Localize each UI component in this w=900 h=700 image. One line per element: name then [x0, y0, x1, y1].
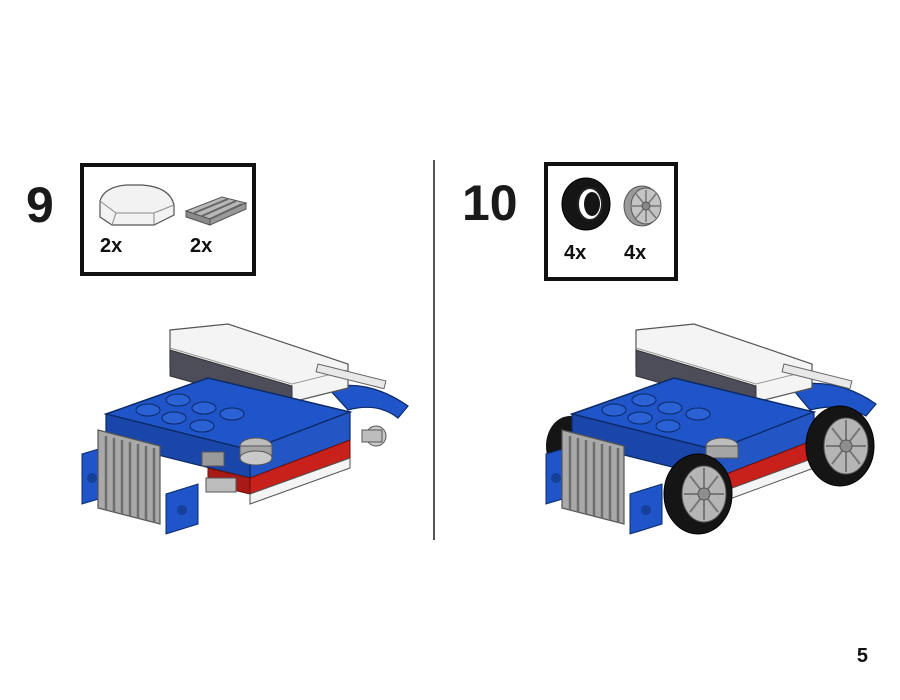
step-number: 10 — [462, 175, 518, 231]
car-model-step-10 — [545, 323, 877, 535]
car-model-step-9 — [81, 323, 409, 535]
parts-callout: 2x 2x — [80, 163, 256, 276]
wheel-rim-icon — [623, 185, 662, 227]
step-number: 9 — [26, 177, 54, 233]
tire-icon — [561, 177, 611, 231]
part-quantity: 2x — [100, 235, 123, 257]
page-number: 5 — [856, 645, 868, 667]
part-quantity: 4x — [564, 242, 587, 264]
parts-callout: 4x 4x — [544, 162, 678, 281]
part-quantity: 4x — [624, 242, 647, 264]
grille-tile-icon — [184, 196, 248, 226]
step-divider — [433, 160, 435, 540]
curved-slope-brick-icon — [99, 184, 175, 226]
part-quantity: 2x — [190, 235, 213, 257]
